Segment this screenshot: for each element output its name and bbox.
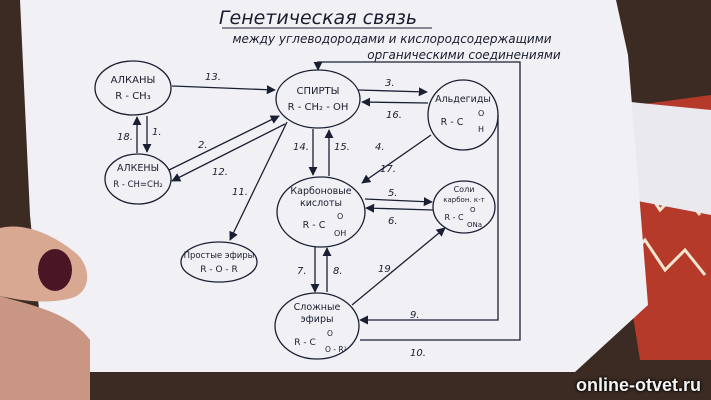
label-15: 15. <box>334 142 350 153</box>
label-2: 2. <box>198 140 208 151</box>
salts-name2: карбон. к-т <box>443 196 484 204</box>
aldehydes-formula-h: H <box>478 125 484 134</box>
alkanes-name: АЛКАНЫ <box>111 75 156 86</box>
fingernail <box>38 249 72 291</box>
arrow-16 <box>361 97 429 107</box>
alkenes-formula: R - CH=CH₂ <box>113 180 163 190</box>
label-1: 1. <box>152 127 162 138</box>
node-ethers <box>180 241 258 283</box>
acids-formula-oh: OH <box>334 229 346 238</box>
acids-formula-o: O <box>337 212 343 221</box>
node-acids <box>276 176 366 248</box>
label-13: 13. <box>205 72 221 83</box>
arrow-10 <box>313 61 521 341</box>
label-11: 11. <box>232 187 248 198</box>
node-alkenes <box>104 153 172 205</box>
esters-name1: Сложные <box>294 302 341 313</box>
arrow-13 <box>171 85 276 95</box>
alkenes-name: АЛКЕНЫ <box>117 163 159 174</box>
arrow-9 <box>359 115 499 325</box>
arrow-11 <box>229 121 288 241</box>
label-4: 4. <box>375 142 385 153</box>
label-5: 5. <box>388 188 398 199</box>
subtitle-line2: органическими соединениями <box>367 48 561 62</box>
watermark: online-otvet.ru <box>576 375 701 395</box>
salts-name1: Соли <box>454 185 475 194</box>
salts-formula-o: O <box>470 206 476 214</box>
esters-formula-o: O <box>327 329 333 338</box>
alkanes-formula: R - CH₃ <box>115 91 150 102</box>
label-8: 8. <box>333 266 343 277</box>
arrow-3 <box>357 87 428 97</box>
label-19: 19. <box>378 264 394 275</box>
node-esters <box>274 292 360 360</box>
arrow-6 <box>365 203 434 213</box>
arrow-12 <box>171 123 286 182</box>
label-17: 17. <box>380 164 396 175</box>
label-10: 10. <box>410 348 426 359</box>
salts-formula-ona: ONa <box>467 221 482 229</box>
arrow-5 <box>364 197 433 207</box>
subtitle-line1: между углеводородами и кислородсодержащи… <box>232 32 551 46</box>
node-alkanes <box>94 60 172 116</box>
ethers-name: Простые эфиры <box>184 251 255 261</box>
acids-formula: R - C <box>303 220 326 231</box>
acids-name1: Карбоновые <box>290 186 351 197</box>
esters-name2: эфиры <box>300 314 333 325</box>
label-6: 6. <box>388 216 398 227</box>
label-14: 14. <box>293 142 309 153</box>
alcohols-name: СПИРТЫ <box>297 86 340 97</box>
label-7: 7. <box>297 266 307 277</box>
arrow-2 <box>168 115 280 171</box>
alcohols-formula: R - CH₂ - OH <box>288 102 349 113</box>
salts-formula: R - C <box>444 213 464 222</box>
esters-formula: R - C <box>294 338 316 348</box>
arrow-4 <box>361 134 432 184</box>
aldehydes-formula-o: O <box>478 109 484 118</box>
title: Генетическая связь <box>219 7 417 29</box>
label-18: 18. <box>117 132 133 143</box>
acids-name2: кислоты <box>300 198 342 209</box>
label-16: 16. <box>386 110 402 121</box>
aldehydes-formula: R - C <box>441 117 464 128</box>
label-3: 3. <box>385 78 395 89</box>
ethers-formula: R - O - R <box>200 265 238 275</box>
label-9: 9. <box>410 310 420 321</box>
esters-formula-or: O - R¹ <box>325 345 347 354</box>
arrow-19 <box>351 227 446 306</box>
aldehydes-name: Альдегиды <box>435 94 491 105</box>
label-12: 12. <box>212 167 228 178</box>
node-salts <box>432 180 496 234</box>
hand <box>0 296 90 400</box>
